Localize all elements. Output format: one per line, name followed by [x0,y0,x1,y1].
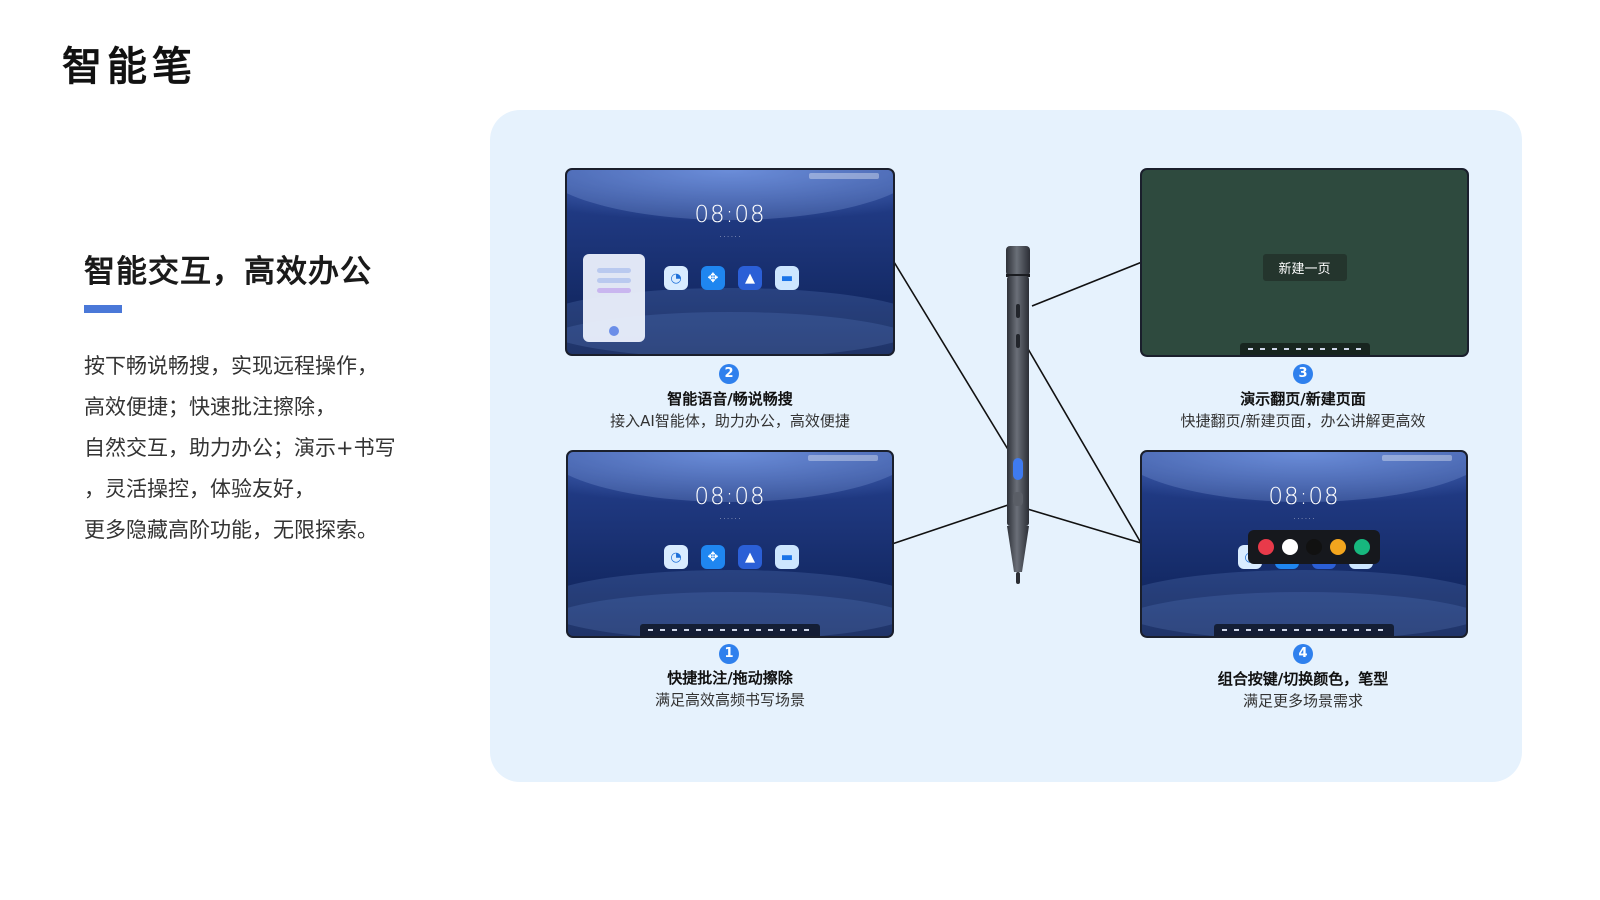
voice-card-bar [597,278,631,283]
feature-number: 2 [719,364,739,384]
mic-icon [609,326,619,336]
status-bar [808,455,878,461]
status-bar [809,173,879,179]
pen-voice-button [1013,458,1023,480]
clock: 08:08 [694,484,766,510]
screen-annotate: 08:08 · · · · · · ◔ ✥ ▲ ▬ [566,450,894,638]
color-white[interactable] [1282,539,1298,555]
feature-number: 3 [1293,364,1313,384]
feature-subtitle: 满足高效高频书写场景 [654,691,805,709]
description: 按下畅说畅搜，实现远程操作， 高效便捷；快速批注擦除， 自然交互，助力办公；演示… [84,346,444,551]
description-line: ，灵活操控，体验友好， [84,477,315,501]
smart-pen [1006,246,1030,584]
feature-subtitle: 接入AI智能体，助力办公，高效便捷 [610,412,850,430]
status-bar [1382,455,1452,461]
feature-title: 智能语音/畅说畅搜 [667,390,793,408]
taskbar [1239,343,1370,355]
color-red[interactable] [1258,539,1274,555]
gauge-icon: ◔ [664,266,688,290]
date-line: · · · · · · [1293,516,1315,523]
app-row: ◔ ✥ ▲ ▬ [664,545,799,569]
feature-number: 4 [1293,644,1313,664]
app-row: ◔ ✥ ▲ ▬ [664,266,799,290]
description-line: 按下畅说畅搜，实现远程操作， [84,354,378,378]
voice-card-bar [597,268,631,273]
folder-icon: ▬ [775,545,799,569]
taskbar [1214,624,1394,636]
feature-number: 1 [719,644,739,664]
screen-new-page: 新建一页 [1140,168,1469,357]
mountain-icon: ▲ [738,266,762,290]
accent-bar [84,305,122,313]
feature-title: 快捷批注/拖动擦除 [667,669,793,687]
section-heading: 智能交互，高效办公 [84,254,372,290]
description-line: 自然交互，助力办公；演示+书写 [84,436,396,460]
screen-voice: 08:08 · · · · · · ◔ ✥ ▲ ▬ [565,168,895,356]
folder-icon: ▬ [775,266,799,290]
voice-card-bar [597,288,631,293]
new-page-tag: 新建一页 [1262,254,1347,281]
feature-title: 演示翻页/新建页面 [1240,390,1366,408]
move-icon: ✥ [701,266,725,290]
screen-color-switch: 08:08 · · · · · · ◔ ✥ ▲ ▬ [1140,450,1468,638]
gauge-icon: ◔ [664,545,688,569]
color-picker [1248,530,1380,564]
move-icon: ✥ [701,545,725,569]
date-line: · · · · · · [719,234,741,241]
description-line: 高效便捷；快速批注擦除， [84,395,336,419]
clock: 08:08 [1268,484,1340,510]
date-line: · · · · · · [719,516,741,523]
page-title: 智能笔 [62,44,197,90]
color-black[interactable] [1306,539,1322,555]
description-line: 更多隐藏高阶功能，无限探索。 [84,518,378,542]
taskbar [640,624,820,636]
voice-assistant-card [583,254,645,342]
feature-subtitle: 快捷翻页/新建页面，办公讲解更高效 [1180,412,1426,430]
clock: 08:08 [694,202,766,228]
color-orange[interactable] [1330,539,1346,555]
color-green[interactable] [1354,539,1370,555]
mountain-icon: ▲ [738,545,762,569]
feature-subtitle: 满足更多场景需求 [1242,692,1363,710]
feature-title: 组合按键/切换颜色，笔型 [1217,670,1389,688]
